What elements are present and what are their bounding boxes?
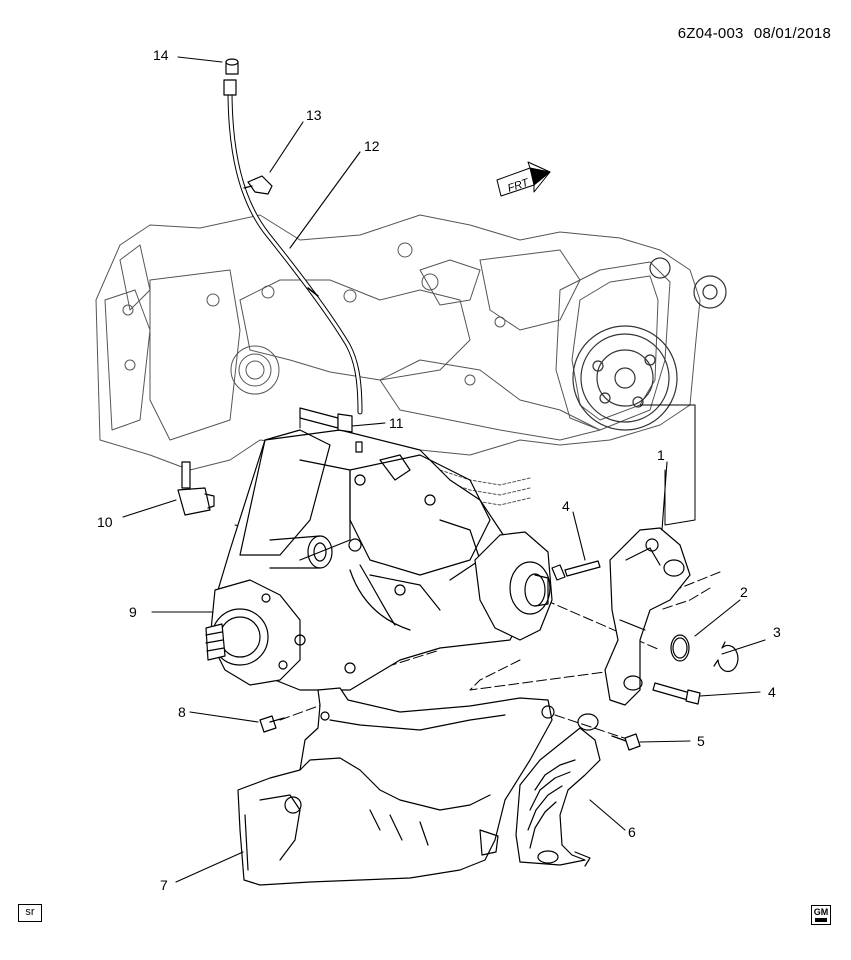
sensor-10-illustration	[177, 461, 215, 516]
bolt-8-illustration	[259, 715, 285, 733]
dipstick-tube-illustration	[223, 58, 363, 415]
callout-4-upper: 4	[562, 498, 570, 514]
leader-lines	[122, 56, 766, 883]
bolt-13-illustration	[243, 175, 273, 195]
callout-2: 2	[740, 584, 748, 600]
seal-ring-2-illustration	[670, 634, 690, 662]
heat-shield-7-illustration	[237, 687, 555, 886]
callout-6: 6	[628, 824, 636, 840]
snap-ring-3-illustration	[713, 641, 739, 673]
diagram-header: 6Z04-003 08/01/2018	[672, 25, 831, 42]
bolt-4-lower-illustration	[652, 682, 701, 705]
callout-9: 9	[129, 604, 137, 620]
callout-7: 7	[160, 877, 168, 893]
callout-13: 13	[306, 107, 322, 123]
callout-12: 12	[364, 138, 380, 154]
crankshaft-pulley-illustration	[572, 257, 727, 431]
diagram-date: 08/01/2018	[753, 25, 831, 42]
callout-8: 8	[178, 704, 186, 720]
diagram-code: 6Z04-003	[677, 25, 744, 42]
gm-logo-bar	[815, 918, 827, 922]
callout-4-lower: 4	[768, 684, 776, 700]
gm-logo: GM	[811, 905, 831, 925]
front-arrow-icon	[496, 161, 551, 197]
callout-1: 1	[657, 447, 665, 463]
callout-11: 11	[389, 415, 404, 431]
bolt-11-illustration	[299, 407, 363, 453]
gm-logo-text: GM	[813, 907, 829, 917]
sr-label-box: sr	[18, 904, 42, 922]
shield-6-illustration	[515, 713, 601, 867]
bolt-5-illustration	[611, 733, 641, 751]
callout-10: 10	[97, 514, 113, 530]
bolt-4-upper-illustration	[551, 560, 601, 581]
transfer-case-illustration	[205, 429, 553, 691]
mount-bracket-illustration	[604, 527, 691, 706]
callout-14: 14	[153, 47, 169, 63]
callout-5: 5	[697, 733, 705, 749]
callout-3: 3	[773, 624, 781, 640]
